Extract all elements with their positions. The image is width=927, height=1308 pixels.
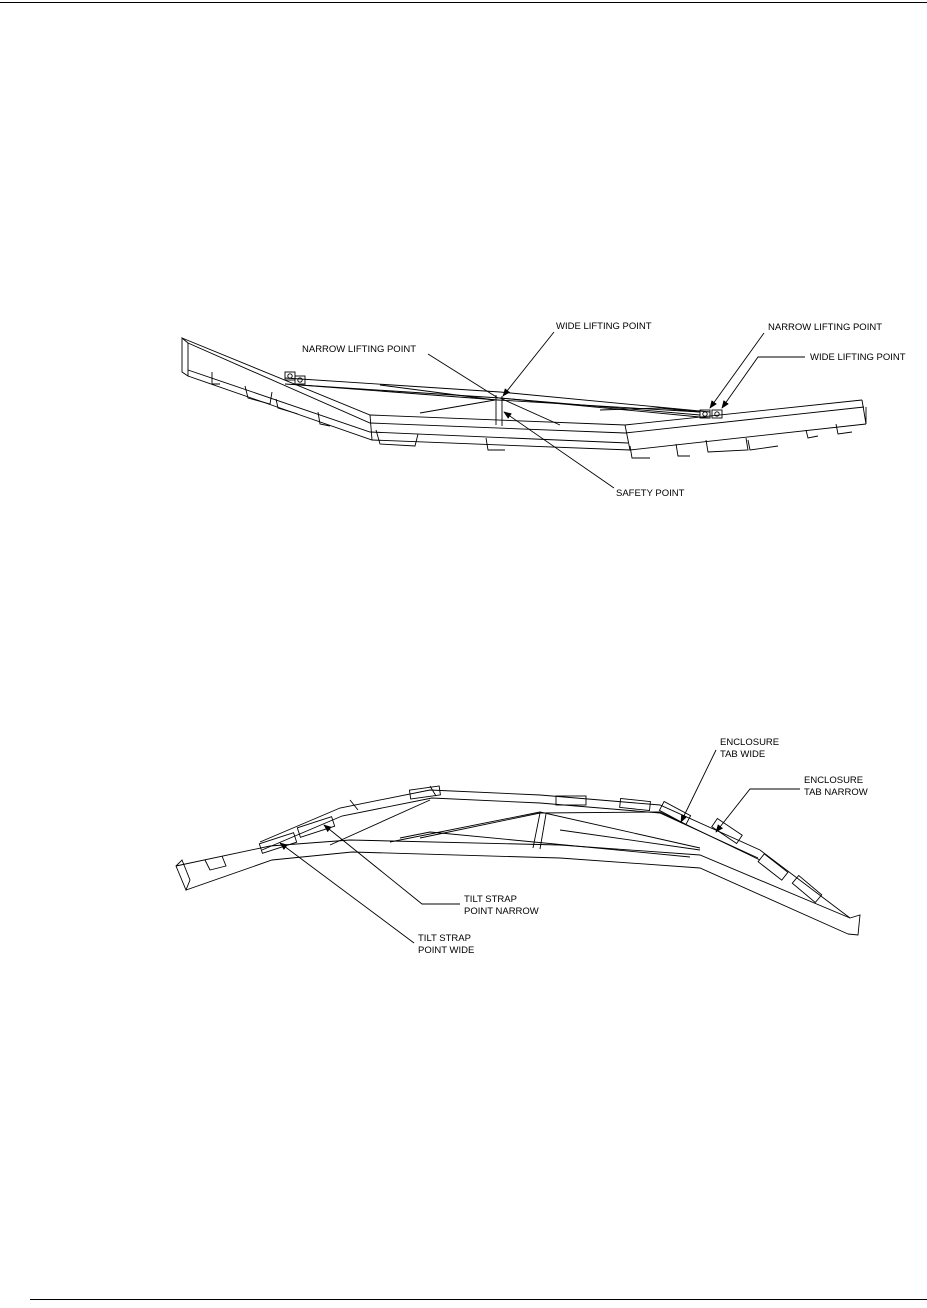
callout-label-line-1: TILT STRAP — [418, 933, 471, 944]
callout-label: NARROW LIFTING POINT — [768, 322, 882, 333]
callout-label-line-2: POINT WIDE — [418, 945, 474, 956]
callout-enclosure-tab-narrow: ENCLOSURE TAB NARROW — [715, 775, 868, 833]
callout-label: SAFETY POINT — [616, 488, 685, 499]
leader-arrow — [502, 331, 555, 397]
leader-line — [427, 353, 499, 399]
leader-arrow — [279, 842, 415, 944]
callout-narrow-lifting-point-left: NARROW LIFTING POINT — [302, 344, 499, 399]
callout-tilt-strap-point-wide: TILT STRAP POINT WIDE — [279, 842, 474, 956]
callout-label-line-1: ENCLOSURE — [720, 737, 779, 748]
callout-wide-lifting-point-center: WIDE LIFTING POINT — [502, 321, 652, 397]
callout-label-line-2: TAB WIDE — [720, 749, 765, 760]
leader-arrow — [680, 749, 717, 823]
callout-tilt-strap-point-narrow: TILT STRAP POINT NARROW — [323, 824, 539, 917]
truss-tab-points-figure: ENCLOSURE TAB WIDE ENCLOSURE TAB NARROW … — [175, 737, 868, 956]
leader-arrow — [709, 332, 765, 409]
truss-frame-drawing — [181, 337, 867, 459]
callout-label: WIDE LIFTING POINT — [810, 352, 906, 363]
leader-arrow — [721, 356, 805, 409]
leader-arrow — [715, 788, 800, 833]
callout-narrow-lifting-point-right: NARROW LIFTING POINT — [709, 322, 882, 409]
leader-arrow — [323, 824, 460, 905]
callout-label: WIDE LIFTING POINT — [556, 321, 652, 332]
truss-frame-drawing — [175, 785, 861, 936]
callout-label: NARROW LIFTING POINT — [302, 344, 416, 355]
callout-wide-lifting-point-right: WIDE LIFTING POINT — [721, 352, 906, 409]
truss-lifting-points-figure: WIDE LIFTING POINT NARROW LIFTING POINT … — [181, 321, 906, 499]
callout-enclosure-tab-wide: ENCLOSURE TAB WIDE — [680, 737, 779, 823]
callout-label-line-1: TILT STRAP — [464, 894, 517, 905]
callout-label-line-1: ENCLOSURE — [804, 775, 863, 786]
leader-arrow — [503, 411, 615, 489]
callout-label-line-2: POINT NARROW — [464, 906, 539, 917]
footer-rule — [30, 1299, 927, 1300]
callout-safety-point: SAFETY POINT — [503, 411, 685, 499]
header-rule — [0, 2, 927, 3]
callout-label-line-2: TAB NARROW — [804, 787, 868, 798]
